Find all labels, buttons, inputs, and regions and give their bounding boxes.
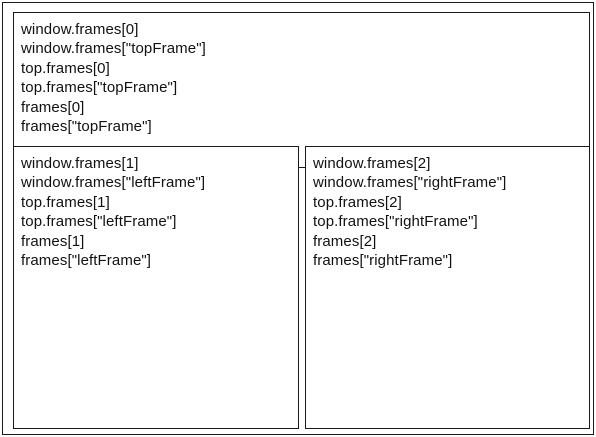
left-frame-reference: frames["leftFrame"] <box>21 252 152 270</box>
top-frame-reference: frames["topFrame"] <box>21 118 152 136</box>
right-frame-reference: top.frames["rightFrame"] <box>313 213 478 231</box>
right-frame-reference: top.frames[2] <box>313 193 402 211</box>
right-frame-reference: frames[2] <box>313 232 377 250</box>
top-frame-reference: window.frames[0] <box>21 21 139 38</box>
right-frame-reference-list: window.frames[2] window.frames["rightFra… <box>313 154 506 270</box>
right-frame-reference: window.frames[2] <box>313 155 431 172</box>
left-frame-reference-list: window.frames[1] window.frames["leftFram… <box>21 154 205 270</box>
top-frame-reference: top.frames[0] <box>21 59 110 77</box>
top-frame: window.frames[0] window.frames["topFrame… <box>13 12 590 168</box>
left-frame-reference: top.frames[1] <box>21 193 110 211</box>
right-frame: window.frames[2] window.frames["rightFra… <box>305 146 590 429</box>
top-frame-reference-list: window.frames[0] window.frames["topFrame… <box>21 20 206 136</box>
top-frame-reference: window.frames["topFrame"] <box>21 40 206 58</box>
left-frame-reference: window.frames["leftFrame"] <box>21 174 206 192</box>
right-frame-reference: frames["rightFrame"] <box>313 252 453 270</box>
top-frame-reference: top.frames["topFrame"] <box>21 79 178 97</box>
top-frame-reference: frames[0] <box>21 98 85 116</box>
left-frame-reference: top.frames["leftFrame"] <box>21 213 177 231</box>
right-frame-reference: window.frames["rightFrame"] <box>313 174 507 192</box>
left-frame: window.frames[1] window.frames["leftFram… <box>13 146 299 429</box>
left-frame-reference: window.frames[1] <box>21 155 139 172</box>
left-frame-reference: frames[1] <box>21 232 85 250</box>
